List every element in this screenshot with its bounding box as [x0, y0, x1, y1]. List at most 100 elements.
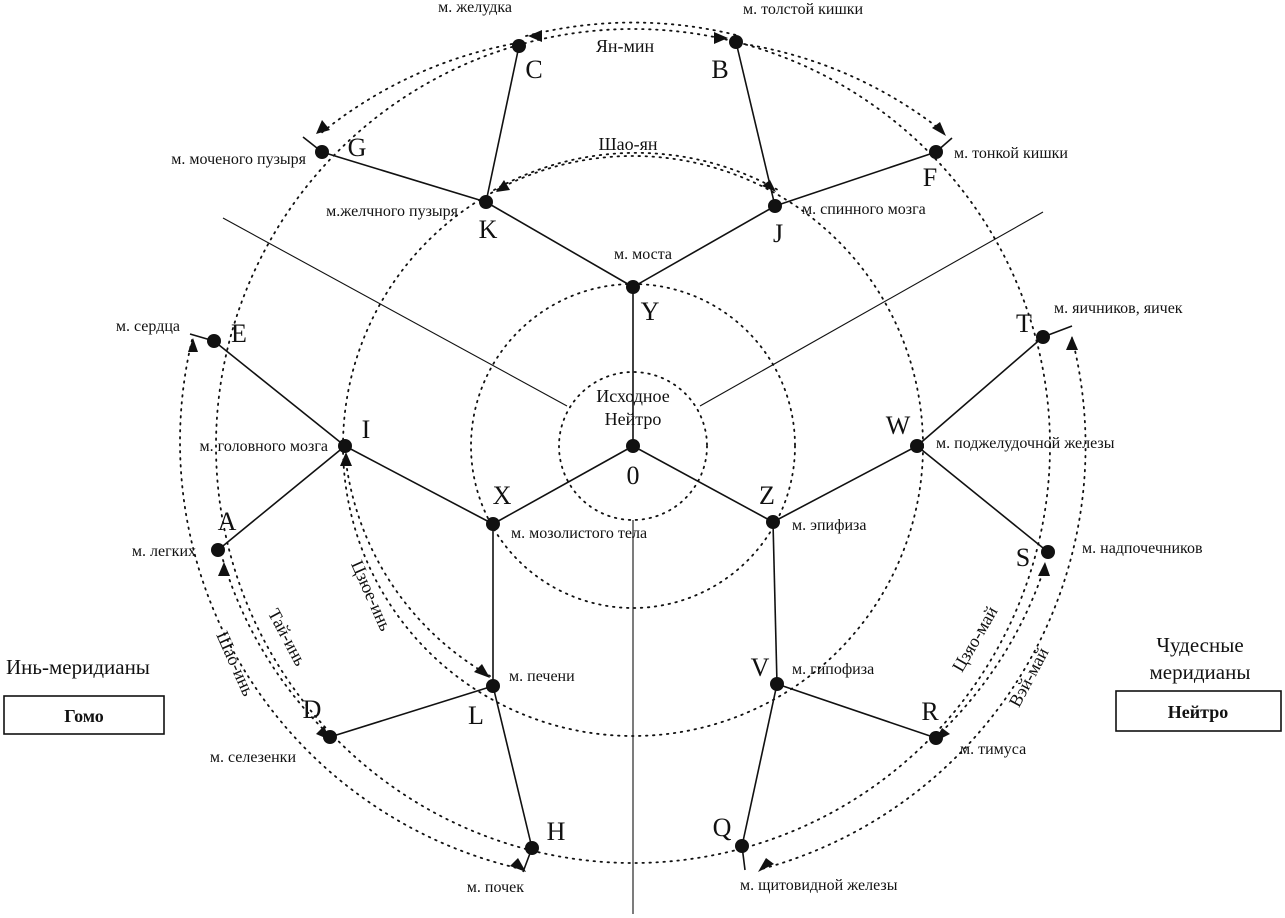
node-0 — [626, 439, 640, 453]
arc-shao-yang — [493, 152, 779, 191]
left-side-panel: Инь-меридианы Гомо — [3, 655, 165, 735]
label-j: м. спинного мозга — [802, 201, 926, 218]
edges — [213, 41, 1049, 849]
node-v — [770, 677, 784, 691]
letter-z: Z — [759, 481, 775, 510]
divider-right — [699, 211, 1044, 407]
right-side-box-label: Нейтро — [1168, 702, 1228, 722]
node-c — [512, 39, 526, 53]
arrow-to-s — [1038, 562, 1050, 576]
label-tai-yin: Тай-инь — [264, 605, 311, 669]
letter-x: X — [493, 481, 512, 510]
right-side-box — [1115, 690, 1282, 732]
letter-f: F — [923, 163, 937, 192]
right-side-panel: Чудесные меридианы Нейтро — [1115, 633, 1282, 732]
label-shao-yang: Шао-ян — [598, 134, 657, 154]
sector-dividers — [222, 211, 1044, 914]
edge-v-r — [776, 683, 937, 739]
arrow-to-h — [510, 858, 526, 872]
arc-yang-ming-right — [743, 43, 947, 135]
edge-l-d — [329, 685, 494, 738]
arc-yang-ming-left — [319, 43, 513, 135]
label-jue-yin: Цзюе-инь — [347, 557, 396, 634]
letter-w: W — [886, 411, 911, 440]
edge-w-s — [916, 445, 1049, 553]
node-t — [1036, 330, 1050, 344]
label-z: м. эпифиза — [792, 517, 866, 534]
node-k — [479, 195, 493, 209]
arc-tai-yin — [222, 559, 331, 737]
arrow-to-a — [218, 562, 230, 576]
label-s: м. надпочечников — [1082, 540, 1203, 557]
letter-e: E — [231, 319, 247, 348]
edge-k-c — [485, 45, 520, 203]
edge-z-w — [772, 445, 918, 523]
node-d — [323, 730, 337, 744]
edge-j-b — [735, 41, 776, 207]
letter-r: R — [921, 697, 939, 726]
node-i — [338, 439, 352, 453]
label-qiao-mai: Цзяо-май — [948, 602, 1002, 675]
node-l — [486, 679, 500, 693]
arc-yang-ming-top — [525, 21, 741, 37]
label-shao-yin: Шао-инь — [212, 628, 258, 699]
node-h — [525, 841, 539, 855]
arrow-to-g — [316, 120, 330, 134]
node-r — [929, 731, 943, 745]
node-y — [626, 280, 640, 294]
channel-arcs — [179, 21, 1087, 871]
node-w — [910, 439, 924, 453]
letter-g: G — [348, 133, 367, 162]
arc-qiao-mai — [934, 565, 1046, 739]
edge-z-v — [772, 521, 778, 685]
letter-j: J — [773, 219, 783, 248]
arc-jue-yin — [345, 461, 491, 677]
node-b — [729, 35, 743, 49]
node-z — [766, 515, 780, 529]
node-q — [735, 839, 749, 853]
right-side-title-line2: меридианы — [1150, 660, 1251, 684]
arrow-shao-yang-left — [496, 180, 510, 192]
arrow-to-l — [474, 664, 490, 678]
letter-d: D — [303, 695, 322, 724]
node-g — [315, 145, 329, 159]
letter-i: I — [362, 415, 371, 444]
left-side-box-label: Гомо — [64, 706, 104, 726]
edge-y-j — [632, 205, 776, 288]
node-e — [207, 334, 221, 348]
letter-a: A — [218, 507, 237, 536]
center-labels: Исходное Нейтро 0 — [596, 386, 670, 490]
edge-0-x — [492, 445, 634, 525]
label-i: м. головного мозга — [200, 438, 328, 455]
letter-k: K — [479, 215, 498, 244]
letter-c: C — [525, 55, 542, 84]
right-side-title-line1: Чудесные — [1156, 633, 1243, 657]
label-l: м. печени — [509, 668, 575, 685]
letter-y: Y — [641, 297, 660, 326]
ring-outer — [215, 28, 1051, 864]
label-yang-ming: Ян-мин — [596, 36, 655, 56]
letter-b: B — [711, 55, 728, 84]
label-b: м. толстой кишки — [743, 1, 864, 18]
arrow-shao-yang-right — [762, 180, 776, 192]
center-zero: 0 — [627, 461, 640, 490]
edge-i-e — [213, 340, 346, 447]
label-f: м. тонкой кишки — [954, 145, 1068, 162]
node-f — [929, 145, 943, 159]
label-q: м. щитовидной железы — [740, 877, 898, 894]
edge-y-k — [485, 201, 634, 288]
center-title-line2: Нейтро — [605, 409, 662, 429]
edge-l-h — [492, 685, 533, 849]
arc-shao-yin — [179, 339, 527, 871]
letter-s: S — [1016, 543, 1030, 572]
label-y: м. моста — [614, 246, 672, 263]
label-e: м. сердца — [116, 318, 180, 335]
letter-t: T — [1016, 309, 1032, 338]
edge-x-i — [344, 445, 494, 525]
label-c: м. желудка — [438, 0, 512, 16]
arrow-to-f — [932, 122, 946, 136]
node-s — [1041, 545, 1055, 559]
node-letters: C B G F K J Y E T I W A S X Z L V D R H … — [218, 55, 1032, 846]
label-wei-mai: Вэй-май — [1005, 644, 1053, 710]
label-g: м. моченого пузыря — [171, 151, 306, 168]
